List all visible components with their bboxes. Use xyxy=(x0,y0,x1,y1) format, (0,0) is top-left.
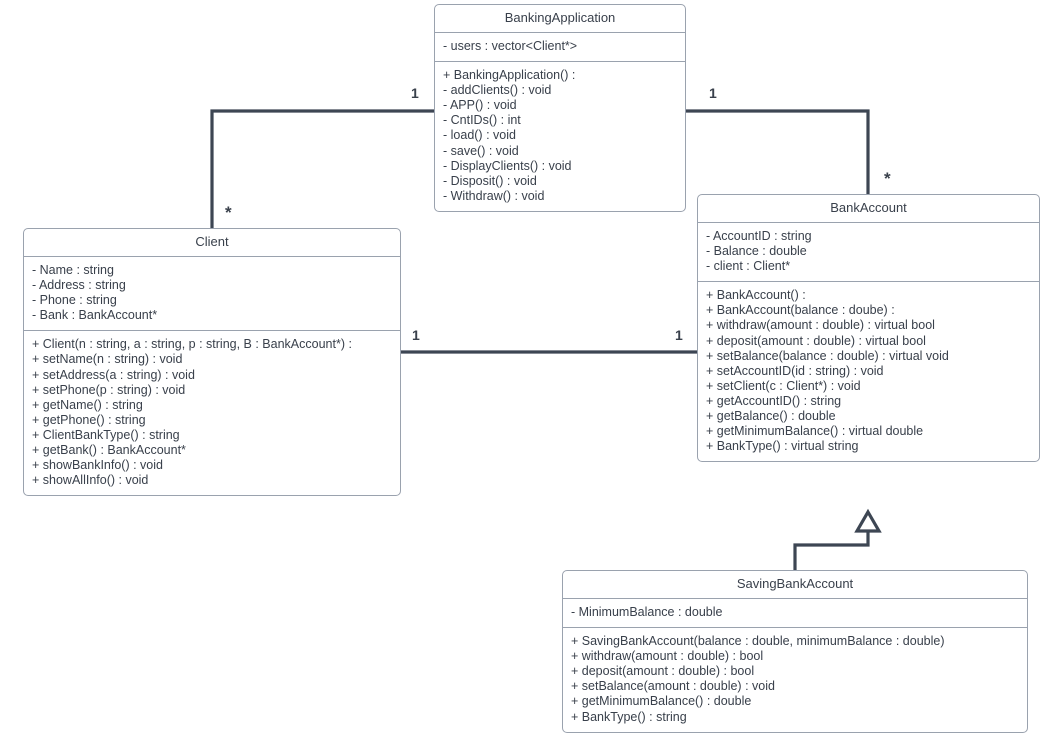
method-row: - load() : void xyxy=(443,128,516,143)
multiplicity-app-to-bankaccount-target: * xyxy=(884,169,891,188)
class-title-banking-application: BankingApplication xyxy=(435,5,685,33)
method-row: - Withdraw() : void xyxy=(443,188,545,203)
attribute-row: - Phone : string xyxy=(32,293,117,308)
method-row: - DisplayClients() : void xyxy=(443,158,572,173)
method-row: + getMinimumBalance() : double xyxy=(571,694,752,709)
method-row: + setAddress(a : string) : void xyxy=(32,367,195,382)
method-row: + getMinimumBalance() : virtual double xyxy=(706,424,924,439)
multiplicity-app-to-client-source: 1 xyxy=(411,85,419,101)
method-row: + SavingBankAccount(balance : double, mi… xyxy=(571,634,945,649)
attribute-row: - MinimumBalance : double xyxy=(571,605,723,619)
connector-saving-inherits-bankaccount xyxy=(793,528,870,570)
method-row: + BankingApplication() : xyxy=(443,68,576,83)
method-row: - save() : void xyxy=(443,143,519,158)
method-row: - APP() : void xyxy=(443,98,517,113)
method-row: + setPhone(p : string) : void xyxy=(32,382,186,397)
method-row: + deposit(amount : double) : virtual boo… xyxy=(706,333,926,348)
connector-app-to-client xyxy=(210,109,434,228)
method-row: + BankAccount() : xyxy=(706,288,806,303)
method-row: + withdraw(amount : double) : virtual bo… xyxy=(706,318,935,333)
attribute-row: - Bank : BankAccount* xyxy=(32,308,158,323)
method-row: + withdraw(amount : double) : bool xyxy=(571,649,764,664)
attribute-row: - users : vector<Client*> xyxy=(443,39,578,53)
class-attributes-saving-bank-account: - MinimumBalance : double xyxy=(563,599,1027,629)
connector-app-to-bankaccount xyxy=(686,109,870,194)
method-row: + BankType() : string xyxy=(571,709,687,724)
method-row: + showAllInfo() : void xyxy=(32,473,149,488)
class-box-banking-application[interactable]: BankingApplication - users : vector<Clie… xyxy=(434,4,686,212)
method-row: + showBankInfo() : void xyxy=(32,458,163,473)
multiplicity-client-to-bankaccount-source: 1 xyxy=(412,327,420,343)
class-title-saving-bank-account: SavingBankAccount xyxy=(563,571,1027,599)
class-methods-banking-application: + BankingApplication() : - addClients() … xyxy=(435,62,685,211)
class-methods-bank-account: + BankAccount() : + BankAccount(balance … xyxy=(698,282,1039,461)
inheritance-triangle-icon xyxy=(854,508,882,533)
class-box-client[interactable]: Client - Name : string - Address : strin… xyxy=(23,228,401,497)
attribute-row: - client : Client* xyxy=(706,259,791,274)
method-row: + setName(n : string) : void xyxy=(32,352,183,367)
method-row: + setAccountID(id : string) : void xyxy=(706,363,884,378)
attribute-row: - AccountID : string xyxy=(706,229,812,243)
method-row: + getBank() : BankAccount* xyxy=(32,443,186,458)
attribute-row: - Balance : double xyxy=(706,244,807,259)
class-title-client: Client xyxy=(24,229,400,257)
method-row: - CntIDs() : int xyxy=(443,113,521,128)
class-box-bank-account[interactable]: BankAccount - AccountID : string - Balan… xyxy=(697,194,1040,463)
method-row: + deposit(amount : double) : bool xyxy=(571,664,755,679)
method-row: + BankAccount(balance : doube) : xyxy=(706,303,895,318)
class-methods-client: + Client(n : string, a : string, p : str… xyxy=(24,331,400,495)
class-title-bank-account: BankAccount xyxy=(698,195,1039,223)
class-attributes-client: - Name : string - Address : string - Pho… xyxy=(24,257,400,332)
method-row: + getPhone() : string xyxy=(32,412,146,427)
class-attributes-banking-application: - users : vector<Client*> xyxy=(435,33,685,63)
class-methods-saving-bank-account: + SavingBankAccount(balance : double, mi… xyxy=(563,628,1027,732)
method-row: + getAccountID() : string xyxy=(706,393,842,408)
multiplicity-app-to-bankaccount-source: 1 xyxy=(709,85,717,101)
method-row: + setClient(c : Client*) : void xyxy=(706,378,861,393)
attribute-row: - Address : string xyxy=(32,278,126,293)
method-row: - addClients() : void xyxy=(443,83,552,98)
attribute-row: - Name : string xyxy=(32,263,114,277)
method-row: + getBalance() : double xyxy=(706,409,836,424)
method-row: + getName() : string xyxy=(32,397,143,412)
method-row: + ClientBankType() : string xyxy=(32,427,180,442)
method-row: - Disposit() : void xyxy=(443,173,537,188)
class-box-saving-bank-account[interactable]: SavingBankAccount - MinimumBalance : dou… xyxy=(562,570,1028,733)
method-row: + Client(n : string, a : string, p : str… xyxy=(32,337,352,352)
method-row: + setBalance(amount : double) : void xyxy=(571,679,775,694)
method-row: + BankType() : virtual string xyxy=(706,439,859,454)
multiplicity-client-to-bankaccount-target: 1 xyxy=(675,327,683,343)
class-attributes-bank-account: - AccountID : string - Balance : double … xyxy=(698,223,1039,283)
multiplicity-app-to-client-target: * xyxy=(225,203,232,222)
method-row: + setBalance(balance : double) : virtual… xyxy=(706,348,949,363)
